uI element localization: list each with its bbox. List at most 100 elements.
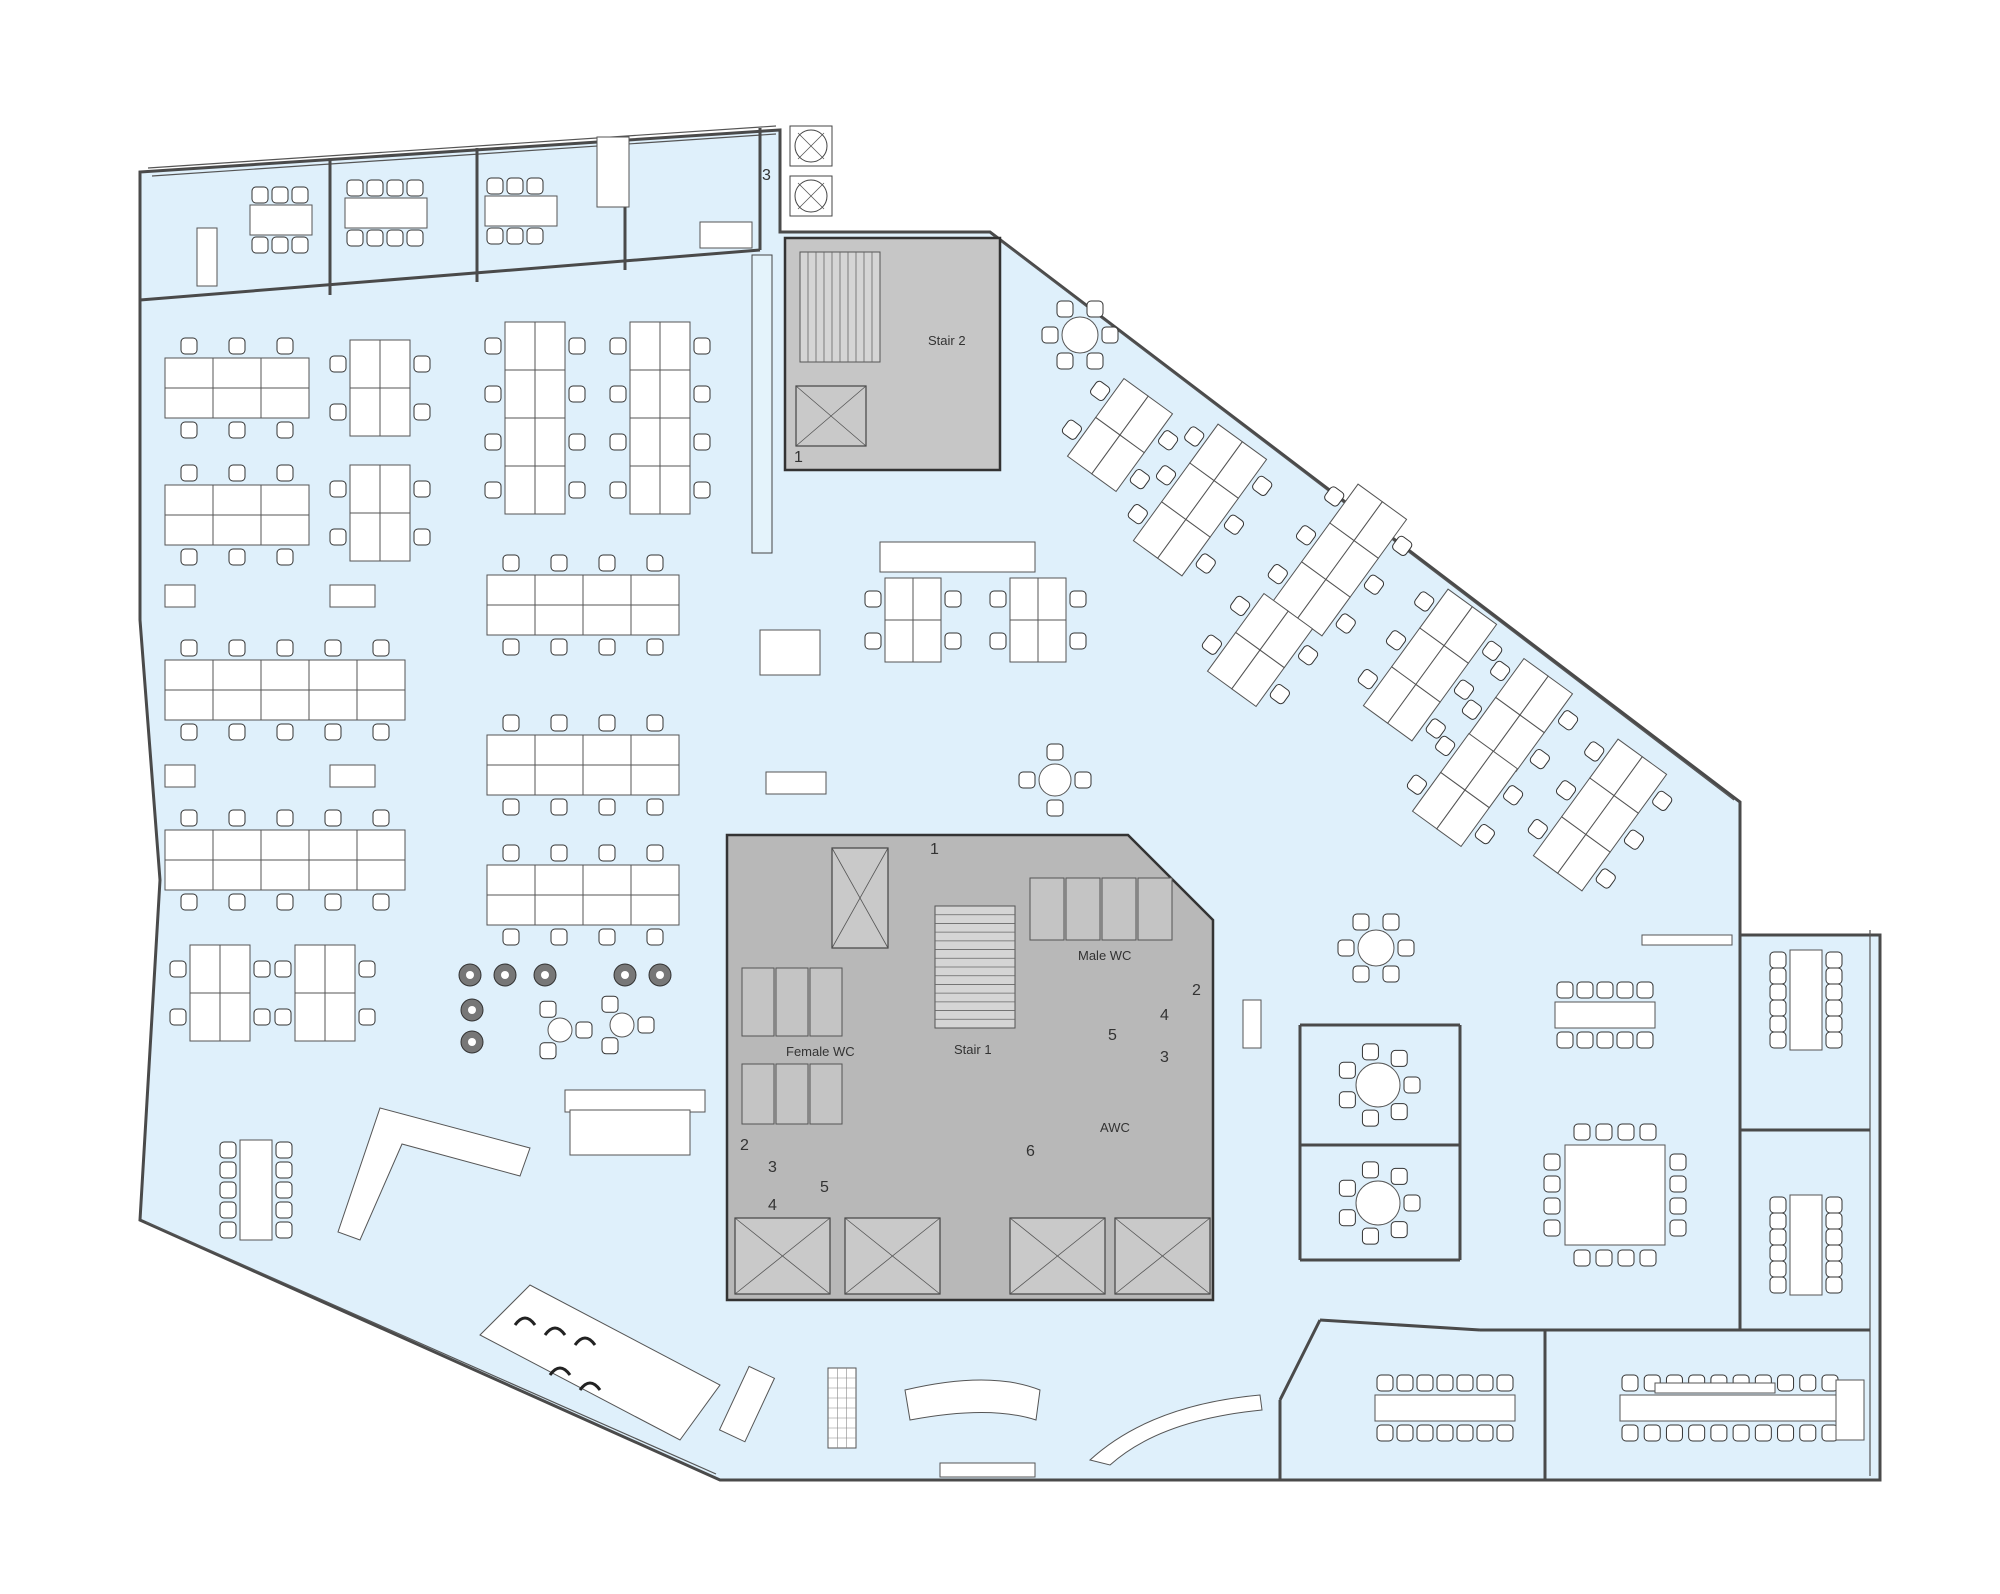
chair [386,229,404,247]
square-meeting-table [1564,1144,1666,1246]
core-number: 4 [1160,1007,1169,1024]
chair [601,1037,619,1055]
chair [1584,741,1605,762]
desk [260,484,310,516]
chair [372,723,390,741]
core-number: 2 [740,1137,749,1154]
chair [276,464,294,482]
wc-cubicle [741,1063,775,1125]
desk-cluster [1267,483,1413,637]
chair [1769,1260,1787,1278]
chair [1543,1219,1561,1237]
chair [1425,718,1446,739]
chair [358,1008,376,1026]
desk [534,864,584,896]
chair [1069,632,1087,650]
core-number: 1 [794,449,803,466]
chair [1474,824,1495,845]
desk [630,604,680,636]
chair [1825,983,1843,1001]
desk-cluster [1061,377,1179,493]
chair [180,464,198,482]
desk [212,357,262,389]
chair [1543,1153,1561,1171]
desk [379,387,411,437]
chair [1769,1196,1787,1214]
desk [629,321,661,371]
chair [1018,771,1036,789]
chair [329,403,347,421]
desk [308,689,358,721]
desk-cluster [1357,588,1503,742]
chair [502,928,520,946]
chair [406,229,424,247]
chair [275,1201,293,1219]
chair [346,229,364,247]
desk [659,321,691,371]
chair [274,1008,292,1026]
desk [630,894,680,926]
chair [1825,999,1843,1017]
desk [356,829,406,861]
chair [1556,1031,1574,1049]
chair [484,337,502,355]
desk [630,864,680,896]
round-table [547,1017,573,1043]
chair [1502,785,1524,806]
chair [1403,1076,1421,1094]
desk [912,619,942,663]
chair [1543,1175,1561,1193]
round-table [609,1012,635,1038]
round-table [1355,1062,1401,1108]
chair [1061,419,1083,440]
desk [1119,395,1174,454]
chair [1335,613,1356,634]
chair [1825,1212,1843,1230]
chair [1436,1374,1454,1392]
chair [1390,1103,1408,1121]
planter-icon [533,963,557,987]
chair [180,893,198,911]
chair [1295,525,1317,546]
desk [212,387,262,419]
chair [276,723,294,741]
main-core [725,833,1215,1302]
desk [308,829,358,861]
chair [568,385,586,403]
chair [219,1181,237,1199]
desk [534,574,584,606]
chair [169,1008,187,1026]
desk [294,992,326,1042]
desk [582,604,632,636]
desk [630,764,680,796]
core-number: 3 [1160,1049,1169,1066]
desk [884,577,914,621]
chair [180,809,198,827]
desk-cluster [1201,592,1319,708]
kitchen-counter [564,1089,706,1113]
chair [276,548,294,566]
chair [637,1016,655,1034]
chair [1623,829,1645,850]
cabinet [1242,999,1262,1049]
chair [324,893,342,911]
chair [1397,939,1415,957]
lift-cross [1114,1217,1211,1295]
desk [189,944,221,994]
chair [646,638,664,656]
chair [693,337,711,355]
chair [1769,1228,1787,1246]
core-number: 6 [1026,1143,1035,1160]
chair [1596,1031,1614,1049]
desk [294,944,326,994]
planter-pot [656,971,664,979]
lounge-chair [573,1336,597,1346]
desk [582,734,632,766]
female-wc-label: Female WC [786,1044,855,1059]
chair [228,337,246,355]
chair [506,227,524,245]
chair [180,639,198,657]
chair [1223,514,1245,535]
desk [212,859,262,891]
